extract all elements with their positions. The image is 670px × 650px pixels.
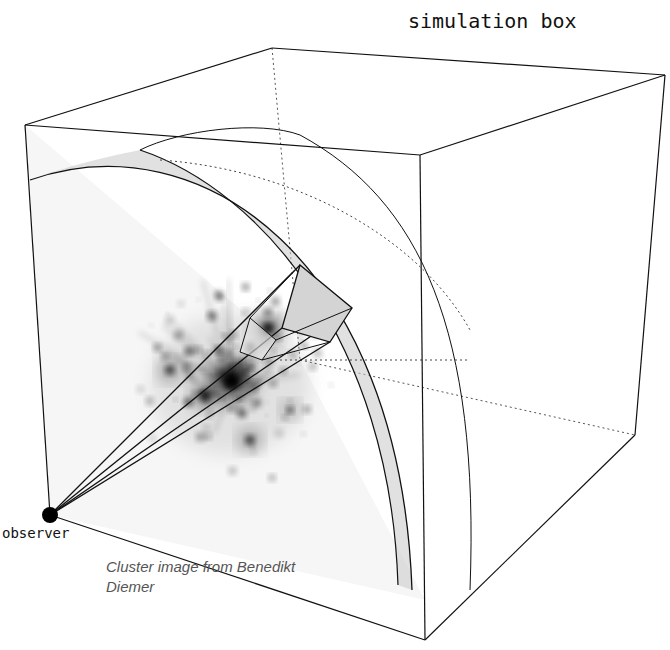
shell-dotted-line: [280, 360, 470, 361]
shell-inner-arc: [140, 150, 398, 585]
observer-dot: [42, 507, 58, 523]
light-cone: [50, 265, 352, 515]
shell-outer-arc: [30, 166, 412, 590]
cone-far-face: [282, 265, 352, 342]
shell-band: [30, 150, 412, 590]
image-credit: Cluster image from Benedikt Diemer: [106, 557, 306, 596]
shell-top-arc: [140, 128, 300, 150]
hidden-edges: [272, 48, 635, 435]
cone-sides: [250, 265, 352, 360]
figure-title: simulation box: [408, 8, 577, 34]
cube-edges: [25, 48, 665, 640]
cone-near-face: [240, 318, 276, 360]
shell-back-arc: [300, 135, 471, 590]
observer-label: observer: [2, 524, 69, 542]
